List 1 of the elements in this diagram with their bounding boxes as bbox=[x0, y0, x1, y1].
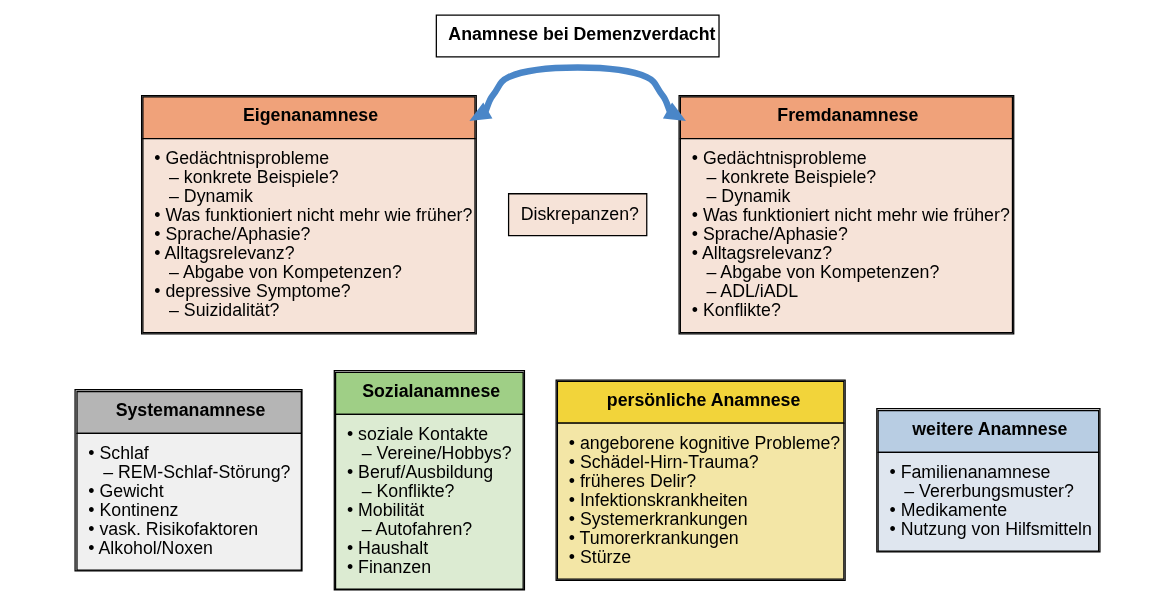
arrow bbox=[469, 64, 686, 121]
